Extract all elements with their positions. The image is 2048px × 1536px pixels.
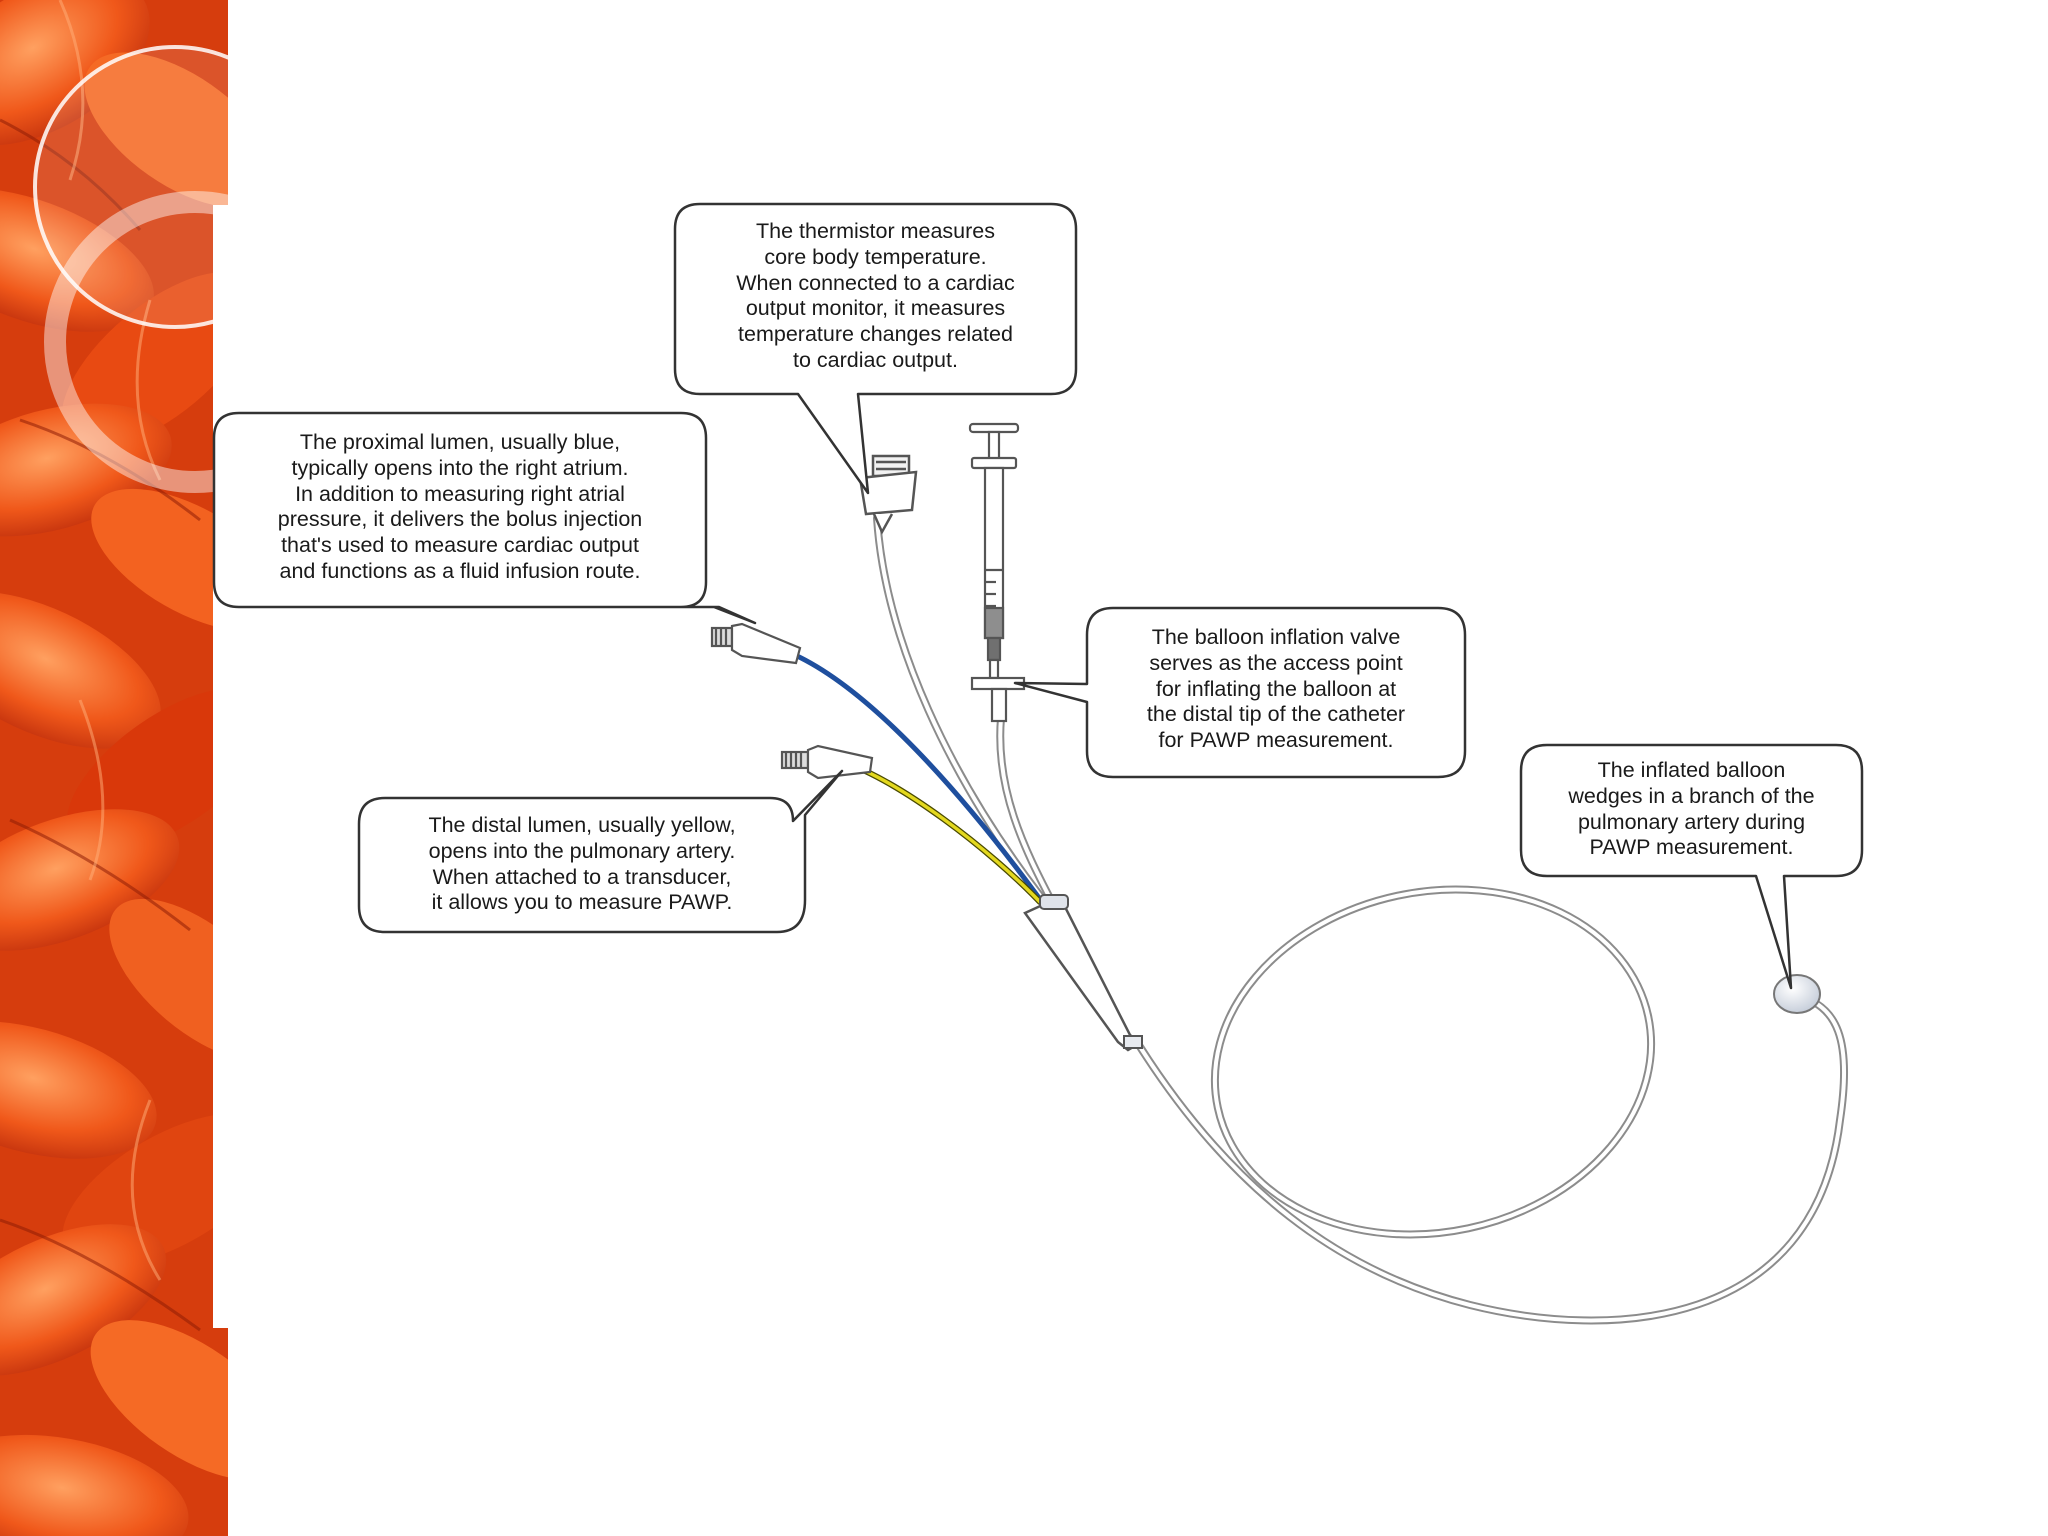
balloon-callout-line: wedges in a branch of the [1568, 783, 1815, 808]
balloon-valve-callout: The balloon inflation valve serves as th… [1087, 625, 1465, 754]
proximal-callout-line: that's used to measure cardiac output [281, 533, 639, 558]
thermistor-callout-line: core body temperature. [764, 244, 987, 269]
thermistor-callout-line: output monitor, it measures [745, 296, 1006, 321]
proximal-callout-line: The proximal lumen, usually blue, [299, 430, 621, 454]
balloon-callout-line: The inflated balloon [1597, 758, 1786, 782]
catheter-hub [1023, 894, 1143, 1052]
thermistor-connector [858, 454, 918, 535]
distal-connector [780, 744, 874, 780]
balloon-callout-line: pulmonary artery during [1577, 809, 1806, 834]
balloon-valve-callout-line: serves as the access point [1149, 650, 1403, 675]
thermistor-callout-line: The thermistor measures [756, 219, 995, 243]
inflated-balloon [1773, 974, 1821, 1014]
callout-bubbles [212, 202, 1864, 990]
flower-background [0, 0, 228, 1536]
thermistor-callout-line: temperature changes related [738, 322, 1013, 347]
thermistor-callout-line: to cardiac output. [793, 347, 958, 372]
balloon-valve-callout-line: The balloon inflation valve [1151, 625, 1401, 649]
distal-callout-line: When attached to a transducer, [432, 864, 732, 889]
distal-callout-line: opens into the pulmonary artery. [428, 838, 736, 863]
proximal-callout-line: In addition to measuring right atrial [295, 481, 625, 506]
distal-lumen-callout: The distal lumen, usually yellow, opens … [359, 813, 805, 916]
balloon-valve-callout-line: for PAWP measurement. [1158, 728, 1394, 753]
proximal-callout-line: pressure, it delivers the bolus injectio… [277, 507, 643, 532]
proximal-callout-line: and functions as a fluid infusion route. [279, 558, 641, 583]
balloon-valve-callout-line: the distal tip of the catheter [1146, 702, 1406, 727]
balloon-callout-line: PAWP measurement. [1589, 835, 1794, 860]
distal-callout-line: The distal lumen, usually yellow, [428, 813, 736, 837]
syringe [968, 422, 1026, 723]
distal-callout-line: it allows you to measure PAWP. [431, 890, 733, 915]
proximal-connector [710, 622, 802, 665]
proximal-callout-line: typically opens into the right atrium. [291, 455, 629, 480]
proximal-lumen-callout: The proximal lumen, usually blue, typica… [214, 430, 706, 585]
balloon-callout: The inflated balloon wedges in a branch … [1521, 758, 1862, 861]
thermistor-callout: The thermistor measures core body temper… [675, 219, 1076, 374]
balloon-valve-callout-line: for inflating the balloon at [1155, 676, 1397, 701]
thermistor-callout-line: When connected to a cardiac [736, 270, 1015, 295]
